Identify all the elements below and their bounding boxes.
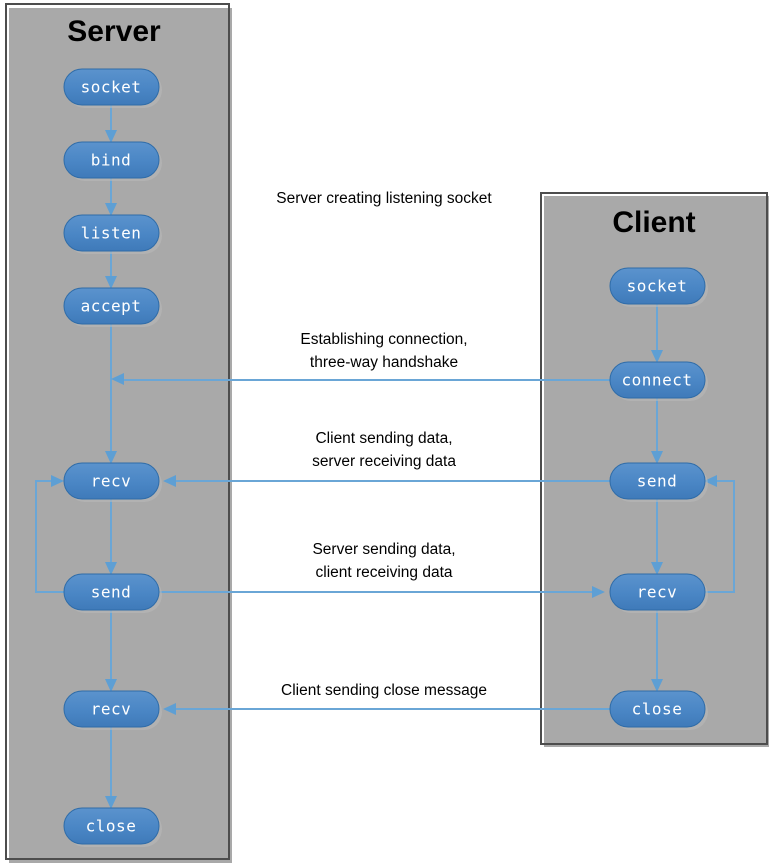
node-label: recv: [637, 583, 678, 602]
edge-label-line: server receiving data: [312, 453, 456, 470]
server-flow-edges: [105, 105, 117, 809]
node-label: connect: [622, 371, 693, 390]
edge-label-line: client receiving data: [316, 564, 453, 581]
edge-label-line: Establishing connection,: [300, 331, 467, 348]
client-flow-edges: [651, 304, 663, 692]
server-pool-title: Server: [67, 15, 161, 48]
node-label: bind: [91, 151, 132, 170]
edge-label-line: Server sending data,: [312, 541, 455, 558]
node-label: send: [637, 472, 678, 491]
node-label: accept: [81, 297, 142, 316]
node-client-recv[interactable]: recv: [609, 573, 708, 613]
edge-label-line: three-way handshake: [310, 354, 458, 371]
node-server-recv-2[interactable]: recv: [63, 690, 162, 730]
close-message-edge: [163, 703, 610, 715]
node-server-recv-1[interactable]: recv: [63, 462, 162, 502]
node-client-send[interactable]: send: [609, 462, 708, 502]
node-server-close[interactable]: close: [63, 807, 162, 847]
node-label: recv: [91, 472, 132, 491]
node-label: socket: [81, 78, 142, 97]
server-loop-edge: [35, 475, 64, 593]
node-label: recv: [91, 700, 132, 719]
edge-label-listening-socket: Server creating listening socket: [276, 190, 492, 207]
edge-label-client-sending-data: Client sending data, server receiving da…: [312, 430, 456, 470]
node-label: socket: [627, 277, 688, 296]
node-client-connect[interactable]: connect: [609, 361, 708, 401]
node-server-socket[interactable]: socket: [63, 68, 162, 108]
node-label: listen: [81, 224, 142, 243]
client-loop-edge: [704, 475, 735, 593]
node-server-listen[interactable]: listen: [63, 214, 162, 254]
node-server-bind[interactable]: bind: [63, 141, 162, 181]
edge-label-server-sending-data: Server sending data, client receiving da…: [312, 541, 455, 581]
node-client-close[interactable]: close: [609, 690, 708, 730]
node-client-socket[interactable]: socket: [609, 267, 708, 307]
server-data-edge: [159, 586, 605, 598]
handshake-edge: [111, 373, 610, 385]
node-server-send[interactable]: send: [63, 573, 162, 613]
edge-label-close-message: Client sending close message: [281, 682, 487, 699]
node-server-accept[interactable]: accept: [63, 287, 162, 327]
node-label: close: [86, 817, 137, 836]
server-pool-box: [5, 3, 232, 863]
edge-label-line: Client sending data,: [315, 430, 452, 447]
node-label: send: [91, 583, 132, 602]
edge-label-handshake: Establishing connection, three-way hands…: [300, 331, 467, 371]
client-data-edge: [163, 475, 610, 487]
client-pool-title: Client: [612, 206, 695, 239]
node-label: close: [632, 700, 683, 719]
